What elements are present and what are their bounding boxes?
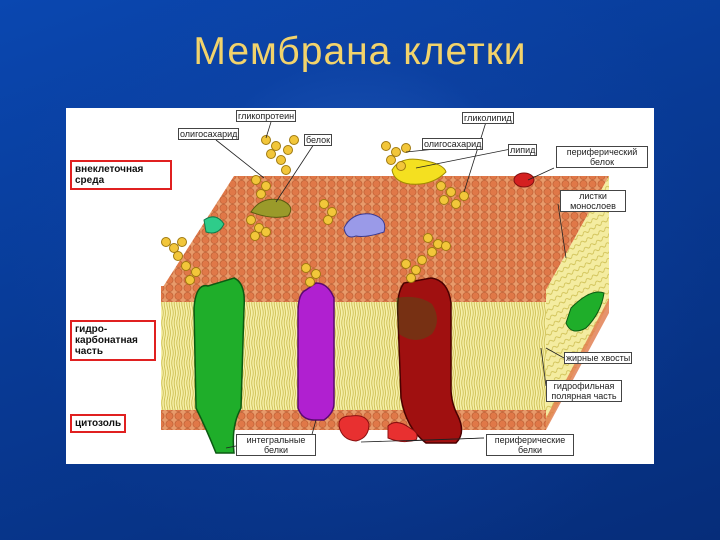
- region-hydrocarbon: гидро-карбонатная часть: [70, 320, 156, 361]
- region-extracellular: внеклеточная среда: [70, 160, 172, 190]
- label-monolayer-leaflets: листки монослоев: [560, 190, 626, 212]
- label-lipid: липид: [508, 144, 537, 156]
- top-surface-heads: [161, 176, 609, 290]
- label-oligosaccharide-left: олигосахарид: [178, 128, 239, 140]
- peripheral-protein-top: [514, 173, 534, 187]
- label-integral-proteins: интегральные белки: [236, 434, 316, 456]
- label-peripheral-proteins-bottom: периферические белки: [486, 434, 574, 456]
- label-glycolipid: гликолипид: [462, 112, 514, 124]
- label-peripheral-protein-top: периферический белок: [556, 146, 648, 168]
- region-cytosol: цитозоль: [70, 414, 126, 433]
- label-hydrophilic-head: гидрофильная полярная часть: [546, 380, 622, 402]
- label-fatty-tails: жирные хвосты: [564, 352, 632, 364]
- label-oligosaccharide-right: олигосахарид: [422, 138, 483, 150]
- peripheral-protein-bottom-1: [339, 416, 369, 441]
- membrane-diagram: гликопротеин олигосахарид белок гликолип…: [66, 108, 654, 464]
- integral-protein-purple: [298, 283, 334, 420]
- slide-title: Мембрана клетки: [0, 30, 720, 74]
- label-glycoprotein: гликопротеин: [236, 110, 296, 122]
- label-protein: белок: [304, 134, 332, 146]
